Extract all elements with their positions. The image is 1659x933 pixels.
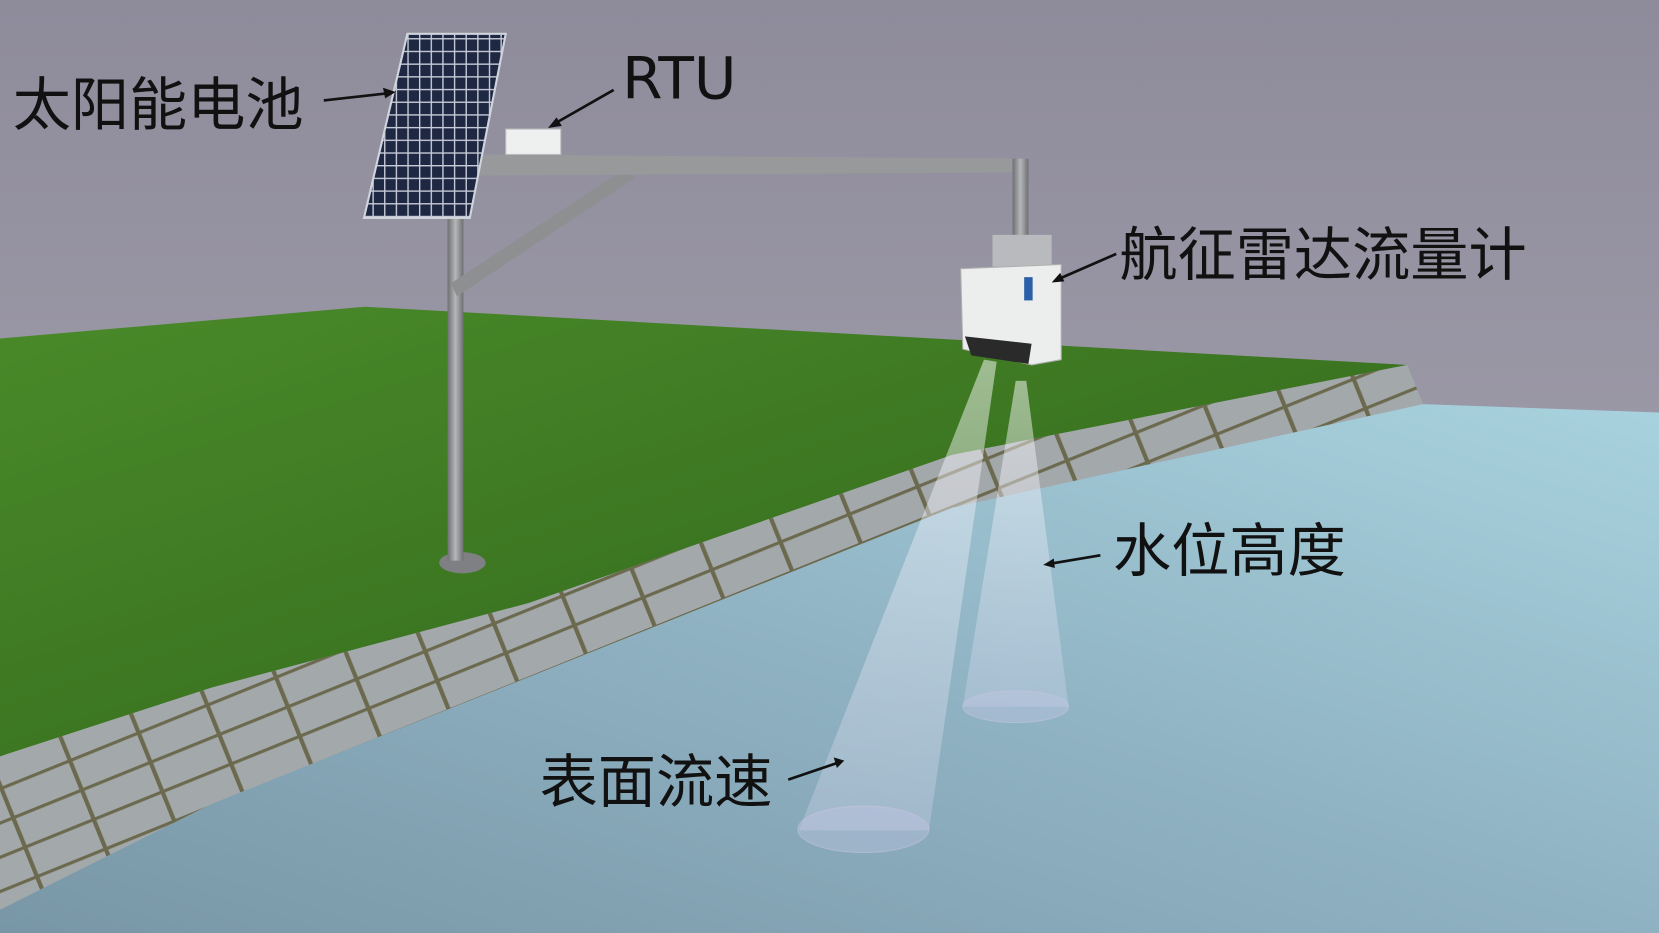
arrow-rtu [548, 88, 615, 128]
horizontal-arm [478, 154, 1022, 176]
label-surface-velocity: 表面流速 [540, 748, 773, 816]
water-level-beam [962, 380, 1069, 707]
device-logo [1024, 277, 1033, 301]
label-water-level: 水位高度 [1113, 517, 1346, 585]
solar-panel [362, 32, 508, 219]
water-level-footprint [962, 690, 1070, 724]
surface-velocity-beam [798, 359, 997, 831]
arrow-water-level [1043, 554, 1101, 569]
label-radar-flowmeter: 航征雷达流量计 [1119, 221, 1526, 289]
label-solar-panel: 太阳能电池 [13, 71, 304, 139]
diagonal-brace [450, 169, 635, 297]
arrow-surface-velocity [787, 757, 845, 781]
radar-mount [992, 234, 1052, 267]
river-water [0, 404, 1659, 933]
label-rtu: RTU [622, 44, 736, 112]
grass-field [0, 306, 1408, 757]
radar-antenna-face [964, 336, 1032, 364]
arrow-radar [1051, 252, 1117, 283]
surface-velocity-footprint [797, 805, 930, 854]
rtu-box [505, 128, 562, 155]
arrow-solar [323, 87, 396, 102]
stone-embankment [0, 364, 1424, 910]
vertical-drop-pole [1012, 158, 1029, 239]
main-pole [447, 206, 464, 561]
